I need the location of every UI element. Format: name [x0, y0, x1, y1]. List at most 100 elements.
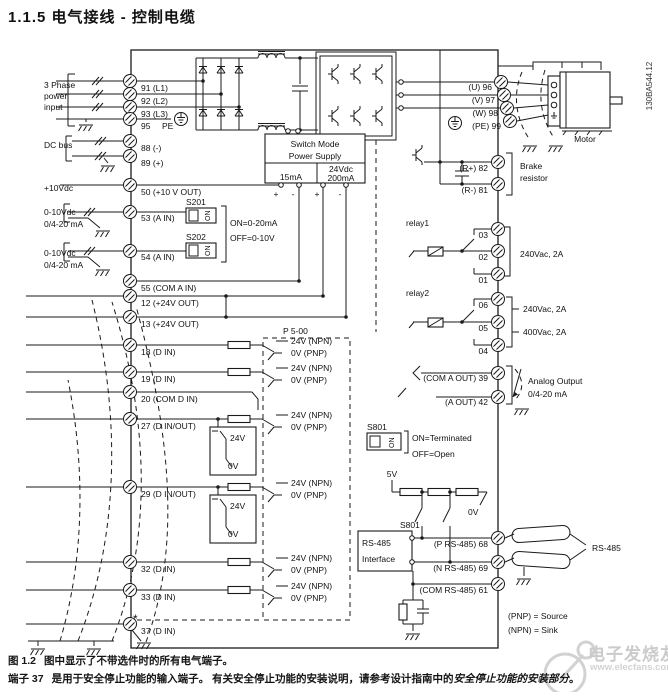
relay2-label: relay2 [406, 288, 429, 298]
iobox27-24v: 24V [230, 433, 245, 443]
terminal-label-53: 53 (A IN) [141, 213, 175, 223]
mains-input-wiring [56, 73, 241, 132]
brake-relay-wiring [397, 152, 530, 416]
terminal-label-88: 88 (-) [141, 143, 161, 153]
terminal-label-95: 95 [141, 121, 151, 131]
right-terminals [491, 75, 517, 591]
left-terminals [123, 74, 137, 631]
digital-input-rows [26, 295, 289, 650]
pe-earth-icon [448, 116, 462, 130]
cable-shield-arcs [28, 299, 169, 656]
terminal-label-37: 37 (D IN) [141, 626, 176, 636]
smps-current-2: 200mA [328, 173, 355, 183]
section-boundaries [137, 140, 377, 621]
iobox27-0v: 0V [228, 461, 239, 471]
switch-s801-on: ON [389, 438, 396, 449]
labels: 3 Phase power input DC bus +10Vdc 0-10Vd… [44, 80, 621, 636]
terminal-label-12: 12 (+24V OUT) [141, 298, 199, 308]
label-ai53-ma: 0/4-20 mA [44, 219, 84, 229]
terminal-label-19: 19 (D IN) [141, 374, 176, 384]
terminal-label-93: 93 (L3) [141, 109, 168, 119]
terminal-label-27: 27 (D IN/OUT) [141, 421, 196, 431]
safe-stop-asterisk: * [133, 612, 138, 626]
terminal-label-03: 03 [479, 230, 489, 240]
label-0v: 0V [468, 507, 479, 517]
label-dc-bus: DC bus [44, 140, 72, 150]
pnp-source-note: (PNP) = Source [508, 611, 568, 621]
terminal-label-96: (U) 96 [468, 82, 492, 92]
terminal-label-69: (N RS-485) 69 [433, 563, 488, 573]
document-side-code: 130BA544.12 [645, 61, 654, 110]
brake-chopper [411, 50, 492, 186]
label-ai54-ma: 0/4-20 mA [44, 260, 84, 270]
terminal-label-02: 02 [479, 252, 489, 262]
figure-caption: 图 1.2 图中显示了不带选件时的所有电气端子。 [8, 653, 233, 668]
rs485-bus-label: RS-485 [592, 543, 621, 553]
terminal-label-98: (W) 98 [473, 108, 499, 118]
relay1-rating: 240Vac, 2A [520, 249, 564, 259]
row19-pnp: 0V (PNP) [291, 375, 327, 385]
motor-icon [559, 71, 611, 129]
row27-pnp: 0V (PNP) [291, 422, 327, 432]
figure-caption-label: 图 1.2 [8, 655, 37, 667]
switch-s202-on: ON [205, 246, 212, 257]
figure-caption-text: 图中显示了不带选件时的所有电气端子。 [44, 655, 234, 667]
terminal-label-68: (P RS-485) 68 [434, 539, 488, 549]
label-ai54-v: 0-10Vdc [44, 248, 76, 258]
page-title: 1.1.5 电气接线 - 控制电缆 [8, 9, 196, 26]
param-p5-00: P 5-00 [283, 326, 308, 336]
smps-voltage: 24Vdc [329, 164, 354, 174]
rs485-interface-1: RS-485 [362, 538, 391, 548]
npn-sink-note: (NPN) = Sink [508, 625, 559, 635]
smps-minus-2: - [339, 189, 342, 199]
terminal-label-99: (PE) 99 [472, 121, 501, 131]
terminal37-note-text-b: 安全停止功能的安装部分 [453, 673, 570, 685]
row32-pnp: 0V (PNP) [291, 565, 327, 575]
terminal-label-97: (V) 97 [472, 95, 495, 105]
watermark: 电子发烧友 www.elecfans.com [538, 634, 668, 696]
label-10vdc: +10Vdc [44, 183, 74, 193]
terminal-label-13: 13 (+24V OUT) [141, 319, 199, 329]
switch-s202-label: S202 [186, 232, 206, 242]
terminal-label-54: 54 (A IN) [141, 252, 175, 262]
terminal-label-29: 29 (D IN/OUT) [141, 489, 196, 499]
terminal-label-55: 55 (COM A IN) [141, 283, 196, 293]
smps-title-2: Power Supply [289, 151, 342, 161]
label-3phase-1: 3 Phase [44, 80, 75, 90]
smps-minus-1: - [292, 189, 295, 199]
terminal-label-82: (R+) 82 [459, 163, 488, 173]
terminal-label-32: 32 (D IN) [141, 564, 176, 574]
switch-s201-on: ON [205, 211, 212, 222]
s801-lower-label: S801 [400, 520, 420, 530]
iobox29-0v: 0V [228, 529, 239, 539]
terminal-label-91: 91 (L1) [141, 83, 168, 93]
terminal37-note-text-c: 。 [569, 673, 580, 685]
row18-pnp: 0V (PNP) [291, 348, 327, 358]
relay2-rating-a: 240Vac, 2A [523, 304, 567, 314]
smps-plus-1: + [274, 189, 279, 199]
label-3phase-2: power [44, 91, 67, 101]
terminal-label-39: (COM A OUT) 39 [423, 373, 488, 383]
rs485-section [357, 430, 587, 641]
row29-pnp: 0V (PNP) [291, 490, 327, 500]
dc-bus-wiring [65, 135, 124, 173]
watermark-site: www.elecfans.com [590, 662, 668, 673]
terminal-label-50: 50 (+10 V OUT) [141, 187, 201, 197]
smps-title-1: Switch Mode [291, 139, 340, 149]
terminal-label-89: 89 (+) [141, 158, 164, 168]
terminal-label-01: 01 [479, 275, 489, 285]
power-section [195, 51, 500, 141]
smps-current-1: 15mA [280, 172, 303, 182]
terminal-label-05: 05 [479, 323, 489, 333]
row33-pnp: 0V (PNP) [291, 593, 327, 603]
row33-npn: 24V (NPN) [291, 581, 332, 591]
row29-npn: 24V (NPN) [291, 478, 332, 488]
row27-npn: 24V (NPN) [291, 410, 332, 420]
terminal-label-92: 92 (L2) [141, 96, 168, 106]
rs485-interface-2: Interface [362, 554, 395, 564]
motor-output [448, 61, 623, 153]
s801-terminated: ON=Terminated [412, 433, 472, 443]
motor-label: Motor [574, 134, 596, 144]
terminal-label-61: (COM RS-485) 61 [420, 585, 489, 595]
analog-output-label-2: 0/4-20 mA [528, 389, 568, 399]
